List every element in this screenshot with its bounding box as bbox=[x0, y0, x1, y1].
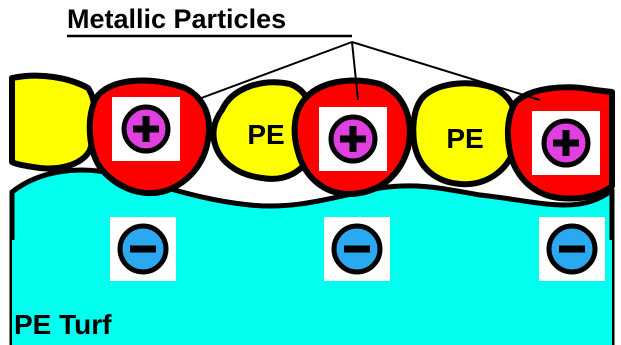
plus-charge-icon bbox=[319, 107, 387, 171]
minus-charge-icon bbox=[110, 217, 176, 281]
plus-charge-icon bbox=[112, 97, 180, 161]
pe-particle-2 bbox=[410, 80, 521, 188]
plus-charge-icon bbox=[532, 111, 600, 175]
minus-charge-icon bbox=[539, 217, 605, 281]
pe-particle-2-label: PE bbox=[446, 123, 483, 154]
minus-charge-icon bbox=[324, 217, 390, 281]
pe-particle-1 bbox=[210, 79, 318, 182]
pe-particle-1-label: PE bbox=[247, 119, 284, 150]
leader-lines bbox=[195, 41, 541, 101]
pe-particle-left bbox=[9, 72, 98, 172]
diagram-title: Metallic Particles bbox=[67, 4, 286, 34]
substrate-label: PE Turf bbox=[14, 309, 112, 340]
